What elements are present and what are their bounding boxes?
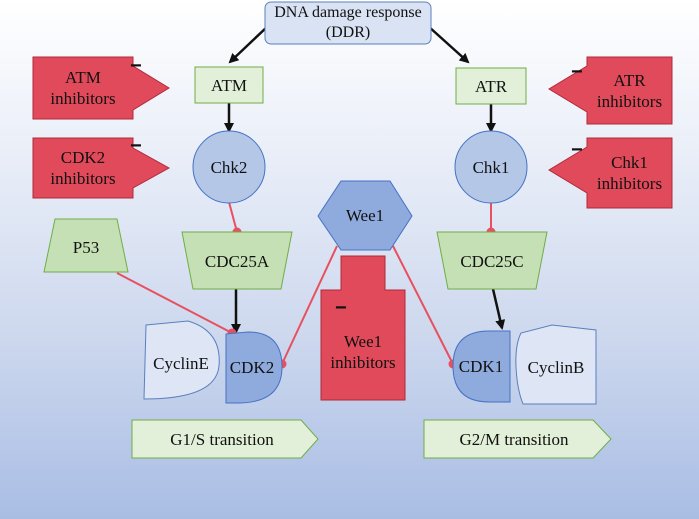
atr-inhibitors-label: ATR inhibitors (596, 70, 663, 111)
atm-inhibitors-arrow (32, 56, 170, 120)
cycline-label: CyclinE (153, 353, 209, 373)
atm-inhibitors-minus: − (130, 55, 142, 77)
g1s-transition-arrow (131, 419, 319, 459)
g1s-transition-label: G1/S transition (170, 429, 274, 449)
atm-label: ATM (211, 75, 247, 95)
wee1-hexagon (317, 180, 413, 251)
wee1-inhibitors-minus: − (335, 297, 347, 319)
chk2-circle (192, 130, 266, 204)
g2m-transition-arrow (423, 419, 612, 459)
p53-label: P53 (72, 237, 100, 257)
cdc25a-trapezoid (181, 231, 293, 290)
g2m-transition-label: G2/M transition (459, 429, 569, 449)
inhibit-wee1-cdk1 (392, 245, 454, 365)
cycline-shape (143, 320, 220, 400)
cdc25a-label: CDC25A (204, 251, 270, 271)
inhibit-p53-cdk2 (116, 272, 233, 334)
inhibit-wee1-cdk2 (281, 245, 338, 365)
cdc25c-label: CDC25C (460, 251, 524, 271)
cdc25c-trapezoid (436, 231, 548, 290)
chk1-inhibitors-label: Chk1 inhibitors (596, 153, 663, 193)
cdk1-label: CDK1 (458, 356, 504, 376)
ddr-label: DNA damage response (DDR) (274, 4, 422, 41)
atr-inhibitors-arrow (548, 56, 673, 125)
cdk2-shape (225, 331, 283, 404)
chk1-inhibitors-minus: − (571, 139, 583, 161)
atm-box (194, 66, 264, 104)
atr-inhibitors-minus: − (571, 61, 583, 83)
cdk2-inhibitors-minus: − (130, 135, 142, 157)
chk1-circle (454, 130, 528, 204)
chk1-inhibitors-arrow (548, 137, 673, 209)
arrow-cdc25c-to-cdk1 (491, 288, 506, 330)
ddr-box (264, 1, 432, 45)
cyclinb-shape (515, 324, 597, 405)
chk2-label: Chk2 (210, 157, 248, 177)
chk1-label: Chk1 (472, 157, 510, 177)
wee1-label: Wee1 (345, 205, 385, 225)
atm-inhibitors-label: ATM inhibitors (50, 68, 116, 108)
wee1-inhibitors-arrow (320, 255, 406, 401)
wee1-inhibitors-label: Wee1 inhibitors (330, 332, 396, 372)
atr-box (455, 67, 527, 105)
cyclinb-label: CyclinB (527, 357, 585, 377)
inhibit-chk2-cdc25a (228, 201, 238, 233)
arrow-ddr-to-atm (228, 25, 269, 64)
atr-label: ATR (474, 76, 508, 96)
arrow-ddr-to-atr (427, 25, 470, 64)
cdk2-label: CDK2 (229, 357, 275, 377)
cdk2-inhibitors-arrow (32, 137, 171, 199)
cdk1-shape (452, 330, 511, 403)
cdk2-inhibitors-label: CDK2 inhibitors (50, 148, 116, 188)
p53-trapezoid (43, 218, 129, 273)
